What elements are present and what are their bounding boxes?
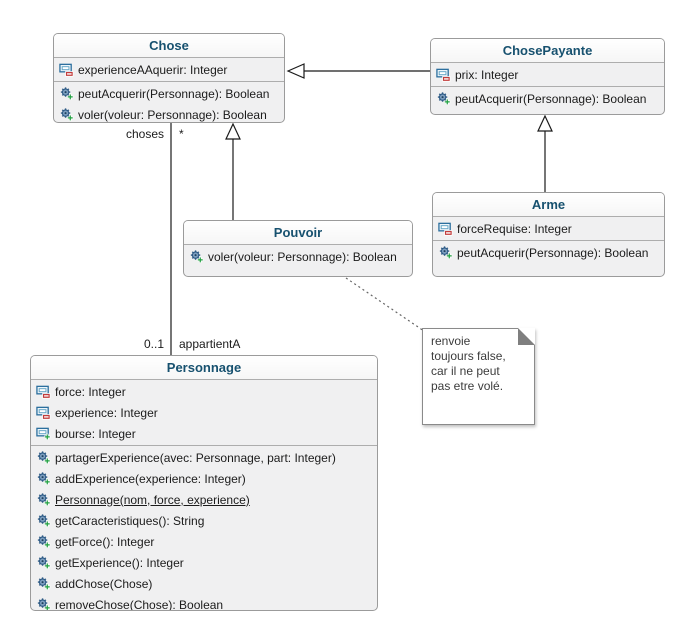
association-multiplicity-0-1: 0..1 xyxy=(143,337,164,351)
method-public-icon xyxy=(36,471,51,486)
method-row: getCaracteristiques(): String xyxy=(31,510,377,531)
association-role-choses: choses xyxy=(125,127,164,141)
attribute-row: force: Integer xyxy=(31,381,377,402)
method-text: removeChose(Chose): Boolean xyxy=(55,597,224,611)
methods-compartment: peutAcquerir(Personnage): Boolean xyxy=(433,240,664,264)
attributes-compartment: forceRequise: Integer xyxy=(433,217,664,240)
uml-note[interactable]: renvoie toujours false, car il ne peut p… xyxy=(422,328,535,425)
method-text: getForce(): Integer xyxy=(55,534,155,549)
method-row constructor-row: Personnage(nom, force, experience) xyxy=(31,489,377,510)
method-public-icon xyxy=(36,576,51,591)
attribute-row: bourse: Integer xyxy=(31,423,377,444)
class-title: Chose xyxy=(54,34,284,58)
method-public-icon xyxy=(36,492,51,507)
class-box-chosepayante[interactable]: ChosePayante prix: Integer peutAcquerir(… xyxy=(430,38,665,115)
note-text-line: pas etre volé. xyxy=(431,379,504,393)
method-text: addChose(Chose) xyxy=(55,576,153,591)
method-row: getForce(): Integer xyxy=(31,531,377,552)
method-row: addChose(Chose) xyxy=(31,573,377,594)
attribute-text: prix: Integer xyxy=(455,67,519,82)
method-public-icon xyxy=(36,555,51,570)
attributes-compartment: prix: Integer xyxy=(431,63,664,86)
methods-compartment: voler(voleur: Personnage): Boolean xyxy=(184,245,412,268)
method-row: addExperience(experience: Integer) xyxy=(31,468,377,489)
attribute-text: experience: Integer xyxy=(55,405,158,420)
class-title: Pouvoir xyxy=(184,221,412,245)
association-multiplicity-star: * xyxy=(179,127,184,141)
field-private-icon xyxy=(59,62,74,77)
method-public-icon xyxy=(59,107,74,122)
method-public-icon xyxy=(189,249,204,264)
class-title: ChosePayante xyxy=(431,39,664,63)
method-row: removeChose(Chose): Boolean xyxy=(31,594,377,611)
method-row: peutAcquerir(Personnage): Boolean xyxy=(54,83,284,104)
class-box-chose[interactable]: Chose experienceAAquerir: Integer peutAc… xyxy=(53,33,285,123)
method-public-icon xyxy=(36,597,51,611)
method-public-icon xyxy=(59,86,74,101)
constructor-text: Personnage(nom, force, experience) xyxy=(55,492,250,507)
class-box-arme[interactable]: Arme forceRequise: Integer peutAcquerir(… xyxy=(432,192,665,277)
methods-compartment: partagerExperience(avec: Personnage, par… xyxy=(31,445,377,611)
attribute-text: bourse: Integer xyxy=(55,426,136,441)
field-private-icon xyxy=(36,384,51,399)
method-row: peutAcquerir(Personnage): Boolean xyxy=(433,242,664,263)
attributes-compartment: experienceAAquerir: Integer xyxy=(54,58,284,81)
methods-compartment: peutAcquerir(Personnage): Boolean voler(… xyxy=(54,81,284,122)
attributes-compartment: force: Integer experience: Integer bours… xyxy=(31,380,377,445)
field-private-icon xyxy=(438,221,453,236)
method-text: partagerExperience(avec: Personnage, par… xyxy=(55,450,336,465)
generalization-pouvoir-to-chose xyxy=(225,122,241,220)
attribute-row: prix: Integer xyxy=(431,64,664,85)
association-role-appartienta: appartientA xyxy=(179,337,241,351)
method-text: getExperience(): Integer xyxy=(55,555,184,570)
method-public-icon xyxy=(438,245,453,260)
method-text: peutAcquerir(Personnage): Boolean xyxy=(455,91,647,106)
note-text-line: renvoie xyxy=(431,334,471,348)
class-title: Arme xyxy=(433,193,664,217)
class-title: Personnage xyxy=(31,356,377,380)
note-text-line: toujours false, xyxy=(431,349,506,363)
field-public-icon xyxy=(36,426,51,441)
generalization-arme-to-chosepayante xyxy=(537,114,553,192)
methods-compartment: peutAcquerir(Personnage): Boolean xyxy=(431,86,664,110)
class-box-pouvoir[interactable]: Pouvoir voler(voleur: Personnage): Boole… xyxy=(183,220,413,277)
method-text: addExperience(experience: Integer) xyxy=(55,471,246,486)
method-row: getExperience(): Integer xyxy=(31,552,377,573)
method-public-icon xyxy=(36,450,51,465)
method-text: voler(voleur: Personnage): Boolean xyxy=(208,249,397,264)
method-row: partagerExperience(avec: Personnage, par… xyxy=(31,447,377,468)
method-row: voler(voleur: Personnage): Boolean xyxy=(184,246,412,267)
generalization-chosepayante-to-chose xyxy=(286,63,430,79)
attribute-text: experienceAAquerir: Integer xyxy=(78,62,228,77)
attribute-row: experience: Integer xyxy=(31,402,377,423)
method-text: peutAcquerir(Personnage): Boolean xyxy=(457,245,649,260)
method-row: peutAcquerir(Personnage): Boolean xyxy=(431,88,664,109)
method-text: peutAcquerir(Personnage): Boolean xyxy=(78,86,270,101)
note-text-line: car il ne peut xyxy=(431,364,500,378)
method-text: voler(voleur: Personnage): Boolean xyxy=(78,107,267,122)
attribute-row: forceRequise: Integer xyxy=(433,218,664,239)
method-public-icon xyxy=(36,534,51,549)
field-private-icon xyxy=(436,67,451,82)
method-text: getCaracteristiques(): String xyxy=(55,513,205,528)
class-box-personnage[interactable]: Personnage force: Integer experience: In… xyxy=(30,355,378,611)
method-public-icon xyxy=(436,91,451,106)
attribute-text: force: Integer xyxy=(55,384,126,399)
field-private-icon xyxy=(36,405,51,420)
method-public-icon xyxy=(36,513,51,528)
attribute-row: experienceAAquerir: Integer xyxy=(54,59,284,80)
note-anchor-dotted-line xyxy=(345,277,425,332)
method-row: voler(voleur: Personnage): Boolean xyxy=(54,104,284,122)
attribute-text: forceRequise: Integer xyxy=(457,221,572,236)
